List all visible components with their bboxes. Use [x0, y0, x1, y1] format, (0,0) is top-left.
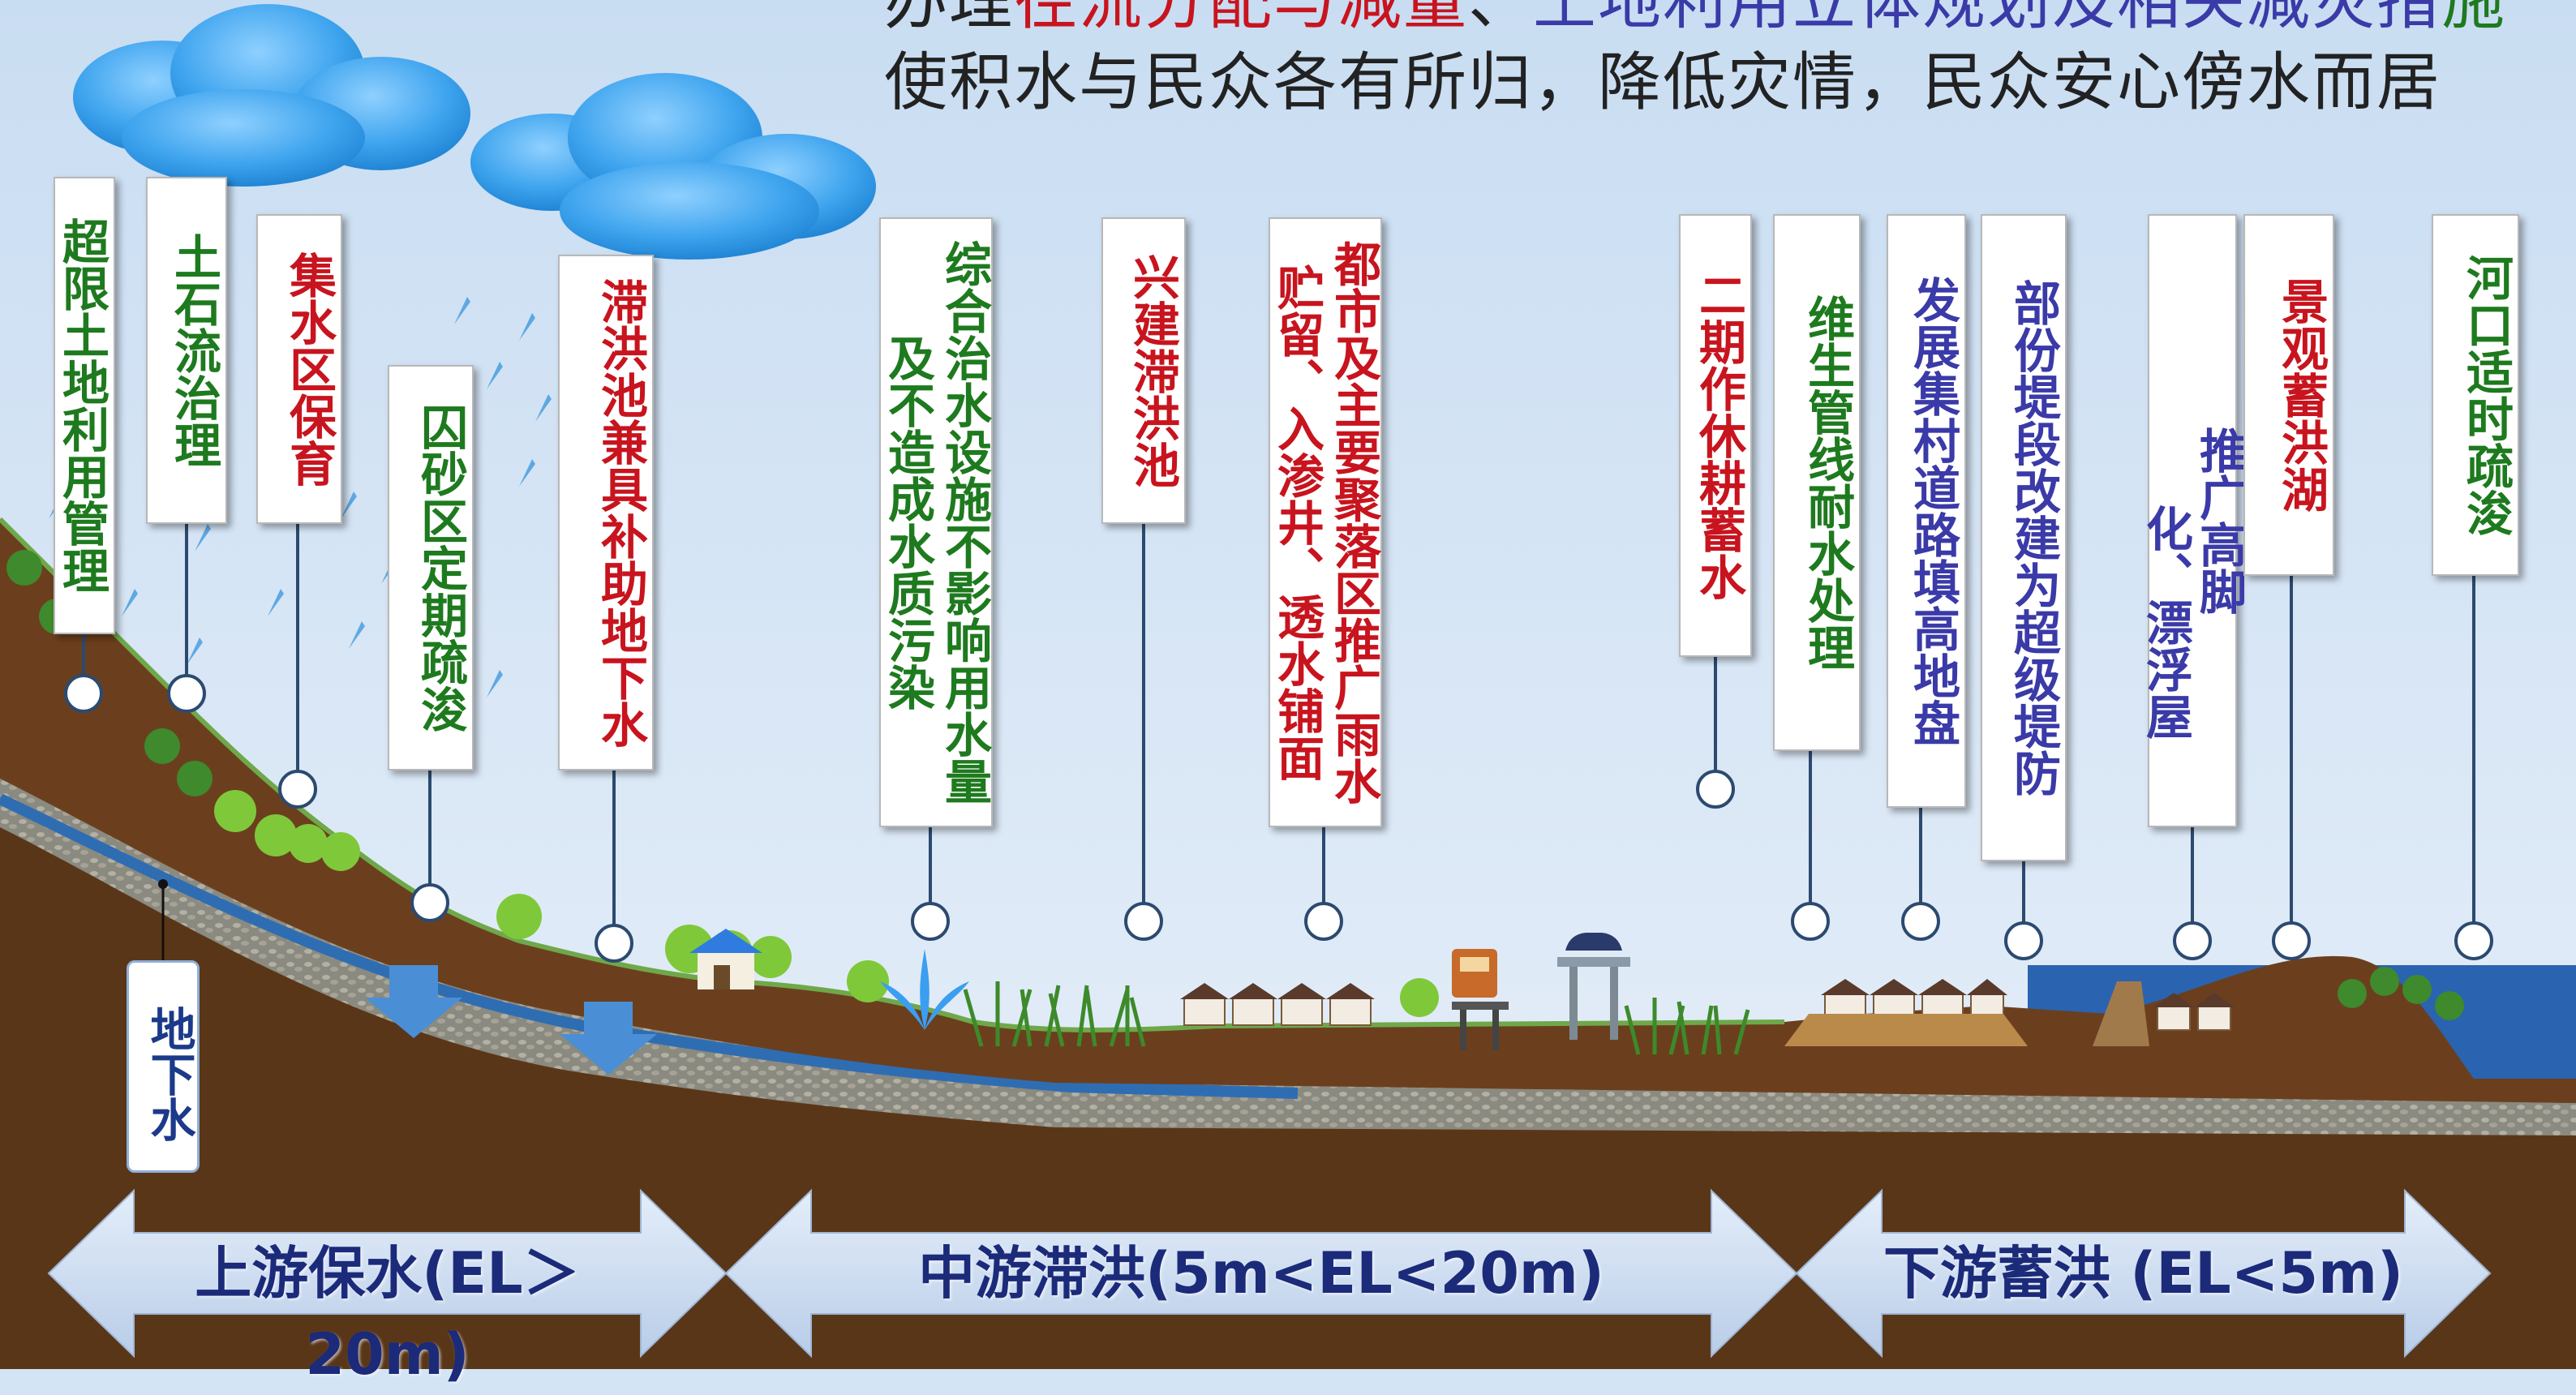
label-watershed-conservation: 集水区保育: [256, 214, 342, 524]
aquifer-layer: [0, 779, 2576, 1135]
label-comprehensive-water-line1: 综合治水设施不影响用水量: [937, 240, 992, 805]
label-stilt-line1: 推广高脚: [2192, 427, 2247, 615]
house-icon: [689, 929, 762, 989]
label-urban-rainwater-line2: 贮留、入渗井、透水铺面: [1269, 264, 1324, 781]
ground-surface: [0, 519, 2576, 1103]
zone-upstream-label: 上游保水(EL＞20m): [195, 1240, 580, 1388]
elevated-road-icon: [1452, 933, 1630, 1050]
zone-arrows: [47, 1188, 2492, 1359]
label-stilt-floating-house: 推广高脚 化、漂浮屋: [2138, 214, 2247, 827]
groundwater-flow: [0, 793, 1299, 1099]
cloud-icon: [470, 73, 876, 260]
groundwater-pointer-dot: [158, 879, 168, 889]
callout-dot: [1304, 902, 1343, 941]
label-urban-rainwater-line1: 都市及主要聚落区推广雨水: [1326, 240, 1381, 805]
grass-line: [0, 517, 1785, 1032]
callout-dot: [1791, 902, 1830, 941]
infiltration-arrow-icon: [365, 965, 657, 1075]
callout-dot: [1696, 770, 1735, 809]
callout-dot: [911, 902, 950, 941]
headline-seg2: 径流分配与减量: [1014, 0, 1469, 38]
label-raise-village-road: 发展集村道路填高地盘: [1887, 214, 1966, 808]
zone-midstream-label: 中游滞洪(5m<EL<20m): [918, 1240, 1604, 1307]
village-icon: [1180, 979, 2235, 1046]
label-detention-pond-recharge: 滞洪池兼具补助地下水: [558, 255, 654, 770]
headline-seg3: 、: [1468, 0, 1534, 38]
label-stilt-line2: 化、漂浮屋: [2138, 504, 2193, 740]
label-estuary-dredging: 河口适时疏浚: [2432, 214, 2519, 576]
label-fallow-storage: 二期作休耕蓄水: [1679, 214, 1752, 657]
fountain-icon: [880, 949, 969, 1030]
headline: 办理径流分配与减量、土地利用立体规划及相关减灾措施使积水与民众各有所归，降低灾情…: [884, 0, 2547, 123]
label-utility-waterproofing: 维生管线耐水处理: [1773, 214, 1861, 751]
headline-seg1: 办理: [884, 0, 1015, 38]
callout-dot: [2004, 921, 2043, 960]
callout-dot: [1901, 902, 1940, 941]
label-build-detention-pond: 兴建滞洪池: [1101, 217, 1186, 524]
callout-pointers: [64, 523, 2493, 963]
headline-seg6: 使积水与民众各有所归，降低灾情，民众安心傍水而居: [884, 46, 2442, 119]
zone-downstream-label: 下游蓄洪 (EL<5m): [1883, 1240, 2404, 1307]
callout-dot: [1124, 902, 1163, 941]
callout-dot: [2454, 921, 2493, 960]
label-debris-flow-control: 土石流治理: [146, 177, 227, 524]
label-urban-rainwater: 都市及主要聚落区推广雨水 贮留、入渗井、透水铺面: [1269, 217, 1382, 827]
callout-dot: [2272, 921, 2311, 960]
label-comprehensive-water-line2: 及不造成水质污染: [880, 334, 935, 710]
zone-arrow-downstream: [1795, 1188, 2492, 1359]
label-groundwater: 地下水: [127, 960, 200, 1173]
levee: [2093, 981, 2149, 1046]
headline-seg4: 土地利用立体规划及相关减灾措: [1533, 0, 2442, 38]
callout-dot: [278, 770, 317, 809]
callout-dot: [2173, 921, 2212, 960]
label-sediment-dredging: 囚砂区定期疏浚: [388, 365, 474, 770]
label-super-levee: 部份堤段改建为超级堤防: [1981, 214, 2067, 861]
label-landscape-lake: 景观蓄洪湖: [2243, 214, 2334, 576]
callout-dot: [167, 674, 206, 713]
reeds-icon: [963, 981, 1750, 1055]
callout-dot: [410, 883, 449, 922]
callout-dot: [64, 674, 103, 713]
headline-seg5: 施: [2441, 0, 2507, 38]
callout-dot: [595, 924, 633, 963]
label-land-use-management: 超限土地利用管理: [54, 177, 115, 634]
label-comprehensive-water: 综合治水设施不影响用水量 及不造成水质污染: [879, 217, 993, 827]
cloud-icon: [73, 4, 470, 187]
